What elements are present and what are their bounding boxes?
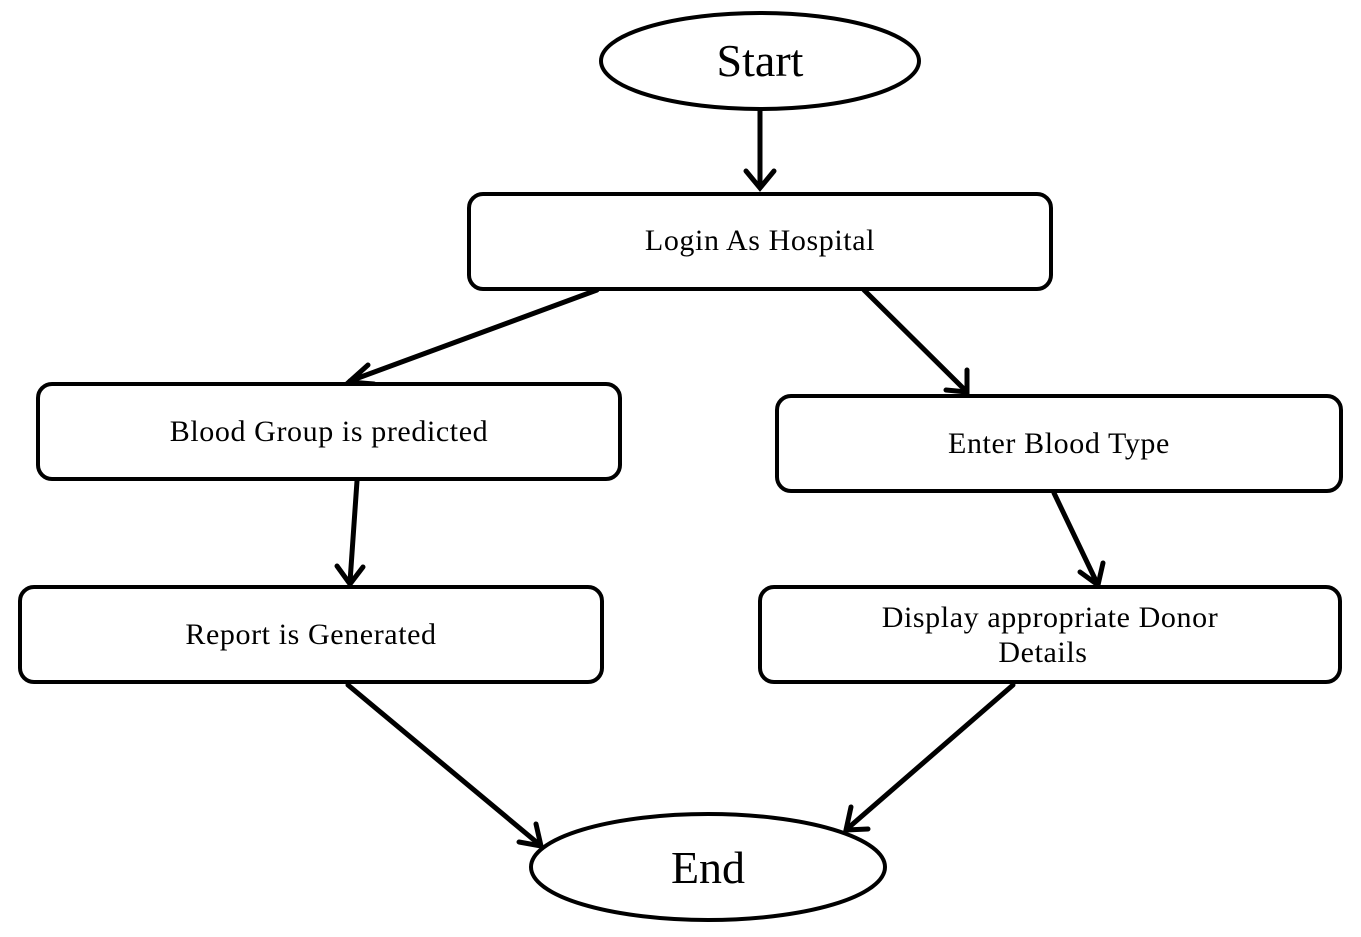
- arrowhead-login-to-enter: [943, 367, 970, 395]
- predict-box: [36, 382, 622, 481]
- start-ellipse: [599, 11, 921, 111]
- arrow-enter-to-display: [1051, 490, 1100, 586]
- start-label: Start: [717, 35, 804, 86]
- arrow-predict-to-report: [347, 478, 360, 585]
- arrowhead-predict-to-report: [334, 563, 366, 589]
- predict-label: Blood Group is predicted: [170, 415, 489, 448]
- arrowhead-start-to-login: [743, 168, 777, 192]
- start-node: Start: [599, 11, 921, 111]
- arrow-login-to-predict: [347, 287, 600, 384]
- end-label: End: [671, 842, 745, 893]
- arrow-display-to-end: [844, 682, 1016, 832]
- arrowhead-display-to-end: [842, 804, 871, 833]
- enter-box: [775, 394, 1343, 493]
- report-label: Report is Generated: [185, 618, 436, 651]
- report-node: Report is Generated: [18, 585, 604, 684]
- connectors: [334, 107, 1106, 850]
- arrow-report-to-end: [345, 682, 543, 848]
- predict-node: Blood Group is predicted: [36, 382, 622, 481]
- login-node: Login As Hospital: [467, 192, 1053, 291]
- display-box: [758, 585, 1342, 684]
- arrowhead-report-to-end: [516, 821, 545, 850]
- login-box: [467, 192, 1053, 291]
- display-node: Display appropriate Donor Details: [758, 585, 1342, 684]
- end-ellipse: [529, 812, 887, 922]
- display-label-line1: Display appropriate Donor: [882, 601, 1219, 634]
- enter-label: Enter Blood Type: [948, 427, 1170, 460]
- login-label: Login As Hospital: [645, 224, 875, 257]
- report-box: [18, 585, 604, 684]
- end-node: End: [529, 812, 887, 922]
- display-label-line2: Details: [998, 636, 1087, 669]
- arrow-login-to-enter: [861, 287, 969, 394]
- enter-node: Enter Blood Type: [775, 394, 1343, 493]
